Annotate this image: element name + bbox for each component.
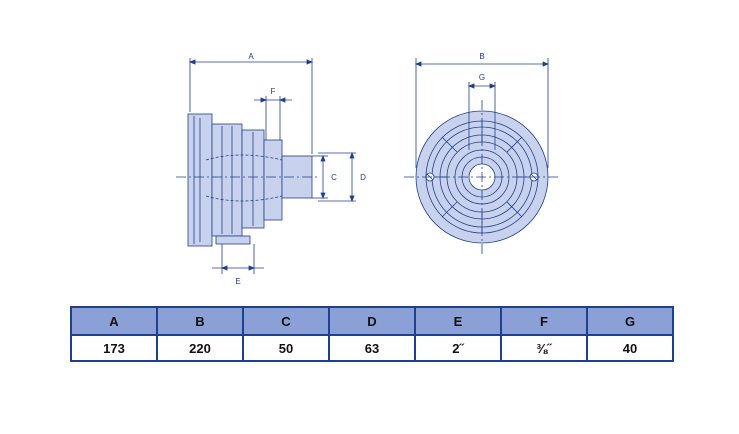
dim-label-e: E [235,277,240,286]
table-header-row: A B C D E F G [71,307,673,336]
side-collar [263,139,283,221]
dim-label-b: B [479,52,484,61]
side-view [176,58,356,274]
value-g: 40 [587,335,673,361]
front-view [404,58,560,254]
value-c: 50 [243,335,330,361]
dim-label-f: F [271,87,276,96]
technical-drawing: A F C D E B G [176,52,560,286]
header-b: B [157,307,244,336]
header-c: C [243,307,330,336]
value-a: 173 [71,335,158,361]
table-row: 173 220 50 63 2˝ ⅜˝ 40 [71,335,673,361]
value-f: ⅜˝ [501,335,588,361]
header-d: D [329,307,416,336]
header-f: F [501,307,588,336]
header-a: A [71,307,158,336]
dim-label-c: C [331,173,337,182]
dim-label-g: G [479,73,485,82]
value-d: 63 [329,335,416,361]
header-g: G [587,307,673,336]
dim-label-d: D [360,173,366,182]
header-e: E [415,307,502,336]
side-body [211,123,243,237]
dimension-table: A B C D E F G 173 220 50 63 2˝ ⅜˝ 40 [70,306,674,362]
value-b: 220 [157,335,244,361]
value-e: 2˝ [415,335,502,361]
dim-label-a: A [248,52,254,61]
